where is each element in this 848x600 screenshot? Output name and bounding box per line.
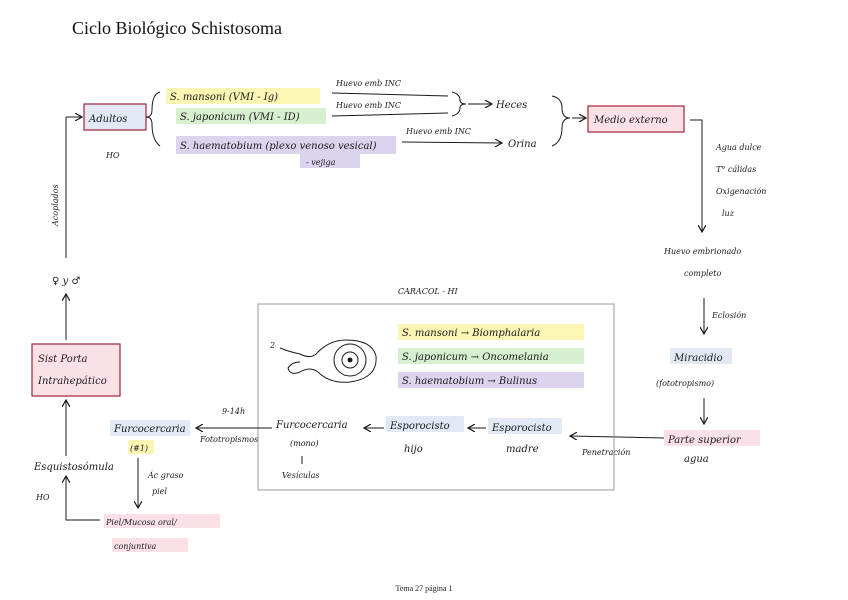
- ho-top-label: HO: [105, 151, 120, 160]
- snail-number: 2: [269, 341, 275, 350]
- conjuntiva-highlight: [112, 538, 188, 552]
- medio-brace: [551, 95, 571, 147]
- nine-fourteen-label: 9-14h: [222, 407, 245, 416]
- medio-externo-label: Medio externo: [593, 115, 668, 126]
- esporocisto-hijo-highlight: [386, 416, 464, 432]
- page-title: Ciclo Biológico Schistosoma: [72, 18, 282, 38]
- highlight-yellow: [166, 88, 320, 104]
- s-mansoni-label: S. mansoni (VMI - Ig): [170, 92, 278, 103]
- agua-label: agua: [684, 454, 709, 465]
- sist-portal-box: [31, 343, 121, 397]
- parte-superior-label: Parte superior: [667, 435, 742, 446]
- snail-japonicum-highlight: [398, 348, 584, 364]
- piel-mucosa-label-1: Piel/Mucosa oral/: [105, 518, 178, 527]
- esporocisto-madre-label-1: Esporocisto: [491, 423, 552, 434]
- huevo-arrow-2: [331, 112, 449, 117]
- huevo-label-2: Huevo emb INC: [335, 101, 401, 110]
- acoplados-label: Acoplados: [51, 184, 60, 227]
- caracol-label: CARACOL - HI: [398, 287, 458, 296]
- f-y-m-label: ♀ y ♂: [52, 276, 80, 287]
- eclosion-label: Eclosión: [711, 311, 746, 320]
- penetracion-label: Penetración: [581, 448, 630, 457]
- agua-dulce-label: Agua dulce: [715, 143, 762, 152]
- esporocisto-hijo-label-1: Esporocisto: [389, 421, 450, 432]
- oxigenacion-label: Oxigenación: [716, 187, 766, 196]
- ho-bottom-label: HO: [35, 493, 50, 502]
- medio-externo-box: [587, 105, 685, 133]
- luz-label: luz: [722, 209, 735, 218]
- fototropismo-label: (fototropismo): [656, 379, 714, 388]
- medio-down-line: [690, 119, 702, 232]
- penetracion-arrow: [570, 436, 665, 438]
- caracol-frame: [257, 303, 615, 491]
- vejiga-label: - vejiga: [306, 158, 336, 167]
- huevo-arrow-3: [401, 142, 502, 143]
- piel-mucosa-highlight: [104, 514, 220, 528]
- piel-small-label: piel: [152, 487, 167, 496]
- calidas-label: T° cálidas: [716, 165, 756, 174]
- piel-mucosa-label-2: conjuntiva: [114, 542, 157, 551]
- adultos-label: Adultos: [88, 114, 127, 125]
- adultos-box: [83, 103, 147, 131]
- highlight-green: [176, 108, 326, 124]
- furcocercaria-label: Furcocercaria: [113, 424, 186, 435]
- heces-label: Heces: [495, 100, 527, 111]
- esporocisto-madre-label-2: madre: [506, 444, 539, 455]
- snail-japonicum-label: S. japonicum → Oncomelania: [402, 352, 549, 363]
- miracidio-highlight: [670, 348, 732, 364]
- page-footer: Tema 27 página 1: [395, 584, 453, 593]
- highlight-purple: [176, 136, 396, 154]
- vesiculas-label: Vesículas: [282, 471, 320, 480]
- huevo-embrionado-label: Huevo embrionado: [663, 247, 741, 256]
- s-japonicum-label: S. japonicum (VMI - ID): [180, 112, 300, 123]
- orina-label: Orina: [508, 139, 537, 150]
- furco-mono-label-1: Furcocercaria: [275, 420, 348, 431]
- highlight-purple-2: [300, 154, 360, 168]
- esporocisto-hijo-label-2: hijo: [404, 444, 423, 455]
- snail-haematobium-label: S. haematobium → Bulinus: [402, 376, 537, 387]
- snail-drawing: 2: [269, 339, 377, 383]
- s-haematobium-label: S. haematobium (plexo venoso vesical): [180, 141, 377, 152]
- esporocisto-madre-highlight: [488, 418, 562, 434]
- snail-mansoni-label: S. mansoni → Biomphalaria: [402, 328, 540, 339]
- huevo-arrow-1: [331, 92, 449, 97]
- furco-n-label: (#1): [130, 444, 148, 453]
- completo-label: completo: [684, 269, 722, 278]
- furcocercaria-highlight: [110, 420, 190, 436]
- snail-mansoni-highlight: [398, 324, 584, 340]
- heces-brace: [451, 91, 467, 117]
- furco-n-highlight: [128, 440, 154, 454]
- snail-haematobium-highlight: [398, 372, 584, 388]
- parte-superior-highlight: [664, 430, 760, 446]
- sist-portal-label-1: Sist Porta: [38, 354, 88, 365]
- huevo-label-1: Huevo emb INC: [335, 79, 401, 88]
- miracidio-label: Miracidio: [673, 353, 723, 364]
- ac-graso-label: Ác graso: [147, 471, 184, 480]
- adultos-brace: [145, 91, 161, 147]
- fototropismos-label: Fototropismos: [199, 435, 258, 444]
- esquistosomula-label: Esquistosómula: [33, 462, 114, 473]
- huevo-label-3: Huevo emb INC: [405, 127, 471, 136]
- furco-mono-label-2: (mono): [290, 439, 319, 448]
- sist-portal-label-2: Intrahepático: [37, 376, 107, 387]
- piel-to-esquisto-arrow: [66, 476, 100, 521]
